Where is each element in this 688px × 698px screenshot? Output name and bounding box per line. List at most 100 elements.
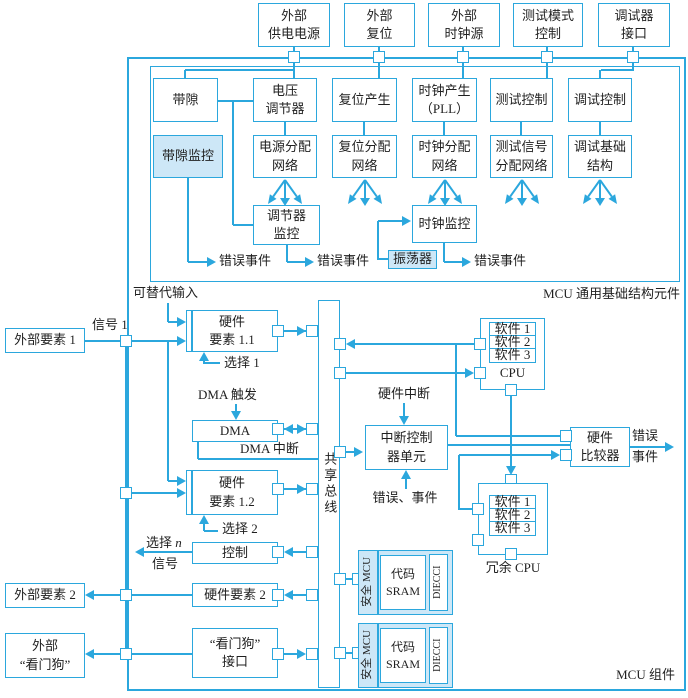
ext-element1-box: 外部要素 1 — [5, 328, 85, 353]
line — [168, 321, 177, 323]
line — [346, 372, 465, 374]
bus-port — [334, 647, 346, 659]
arrow-icon — [465, 368, 474, 378]
reset-dist-box: 复位分配 网络 — [332, 135, 397, 178]
error-event-in-label: 错误、事件 — [372, 490, 438, 505]
line — [443, 122, 445, 135]
line — [601, 69, 634, 71]
watchdog-if-box: “看门狗” 接口 — [192, 628, 278, 678]
clock-dist-box: 时钟分配 网络 — [412, 135, 477, 178]
cpu-label: CPU — [499, 365, 526, 380]
port — [272, 483, 284, 495]
arrow-icon — [506, 466, 516, 475]
line — [377, 551, 379, 614]
line — [204, 362, 220, 364]
mcu-component-frame — [127, 57, 686, 691]
hw-element11-box: 硬件 要素 1.1 — [186, 310, 278, 352]
arrow-icon — [85, 590, 94, 600]
arrow-icon — [207, 257, 216, 267]
shared-bus-label: 共享总线 — [322, 452, 338, 516]
sram1-ecc-box — [429, 554, 448, 611]
line — [456, 435, 560, 437]
hw-element2-box: 硬件要素 2 — [192, 583, 278, 607]
arrow-icon — [401, 470, 411, 479]
rcpu-sw1-box: 软件 1 — [489, 494, 536, 510]
bus-port — [306, 483, 318, 495]
fanout-arrows — [348, 179, 382, 206]
line — [204, 530, 218, 532]
line — [235, 404, 237, 412]
port — [505, 384, 517, 396]
ext-reset-box: 外部 复位 — [344, 3, 415, 47]
arrow-icon — [199, 352, 209, 361]
arrow-icon — [199, 515, 209, 524]
line — [284, 122, 286, 135]
select1-label: 选择 1 — [224, 355, 260, 370]
line — [197, 442, 199, 459]
line — [520, 122, 522, 135]
arrow-icon — [297, 649, 306, 659]
port — [272, 648, 284, 660]
line — [377, 624, 379, 687]
line — [630, 446, 665, 448]
arrow-icon — [177, 476, 186, 486]
arrow-icon — [135, 547, 144, 557]
hw-element12-box: 硬件 要素 1.2 — [186, 470, 278, 515]
power-dist-box: 电源分配 网络 — [253, 135, 317, 178]
frame-port — [373, 51, 385, 63]
dma-trigger-label: DMA 触发 — [198, 387, 257, 402]
cpu-sw3-box: 软件 3 — [489, 347, 536, 363]
frame-port — [120, 589, 132, 601]
debugger-if-box: 调试器 接口 — [598, 3, 670, 47]
line — [94, 594, 192, 596]
frame-port — [541, 51, 553, 63]
alt-input-label: 可替代输入 — [133, 285, 199, 300]
sram1-safe-mcu-label: 安全 MCU — [361, 556, 374, 607]
port — [472, 534, 484, 546]
test-ctrl-box: 测试控制 — [490, 78, 553, 122]
oscillator-box: 振荡器 — [388, 250, 437, 269]
arrow-icon — [399, 416, 409, 425]
select-n-signal-label: 信号 — [152, 556, 179, 571]
ext-power-box: 外部 供电电源 — [258, 3, 330, 47]
port — [472, 503, 484, 515]
arrow-icon — [297, 424, 306, 434]
line — [94, 653, 192, 655]
line — [167, 303, 169, 322]
bandgap-monitor-box: 带隙监控 — [153, 135, 223, 178]
line — [443, 243, 445, 262]
hw-comparator-box: 硬件 比较器 — [570, 427, 630, 467]
arrow-icon — [177, 488, 186, 498]
line — [444, 261, 462, 263]
select-n-label: 选择 n — [146, 535, 182, 550]
fanout-arrows — [583, 179, 617, 206]
infrastructure-frame — [150, 66, 680, 282]
line — [293, 47, 295, 52]
voltage-regulator-box: 电压 调节器 — [253, 78, 317, 122]
frame-port — [120, 487, 132, 499]
arrow-icon — [177, 317, 186, 327]
arrow-icon — [305, 257, 314, 267]
line — [510, 396, 512, 466]
select2-label: 选择 2 — [222, 521, 258, 536]
line — [632, 63, 634, 70]
line — [168, 480, 177, 482]
bus-port — [334, 367, 346, 379]
debug-infra-box: 调试基础 结构 — [568, 135, 632, 178]
error-event-label: 错误事件 — [219, 253, 272, 268]
debug-ctrl-box: 调试控制 — [568, 78, 632, 122]
error-out-label: 错误 — [632, 428, 659, 443]
error-event-label: 错误事件 — [317, 253, 370, 268]
line — [167, 341, 169, 481]
line — [546, 47, 548, 52]
line — [185, 69, 295, 71]
test-dist-box: 测试信号 分配网络 — [490, 135, 553, 178]
arrow-icon — [402, 216, 411, 226]
dma-box: DMA — [192, 420, 278, 442]
line — [284, 653, 297, 655]
line — [203, 359, 205, 364]
line — [125, 346, 127, 660]
arrow-icon — [551, 450, 560, 460]
regulator-monitor-box: 调节器 监控 — [253, 205, 320, 245]
